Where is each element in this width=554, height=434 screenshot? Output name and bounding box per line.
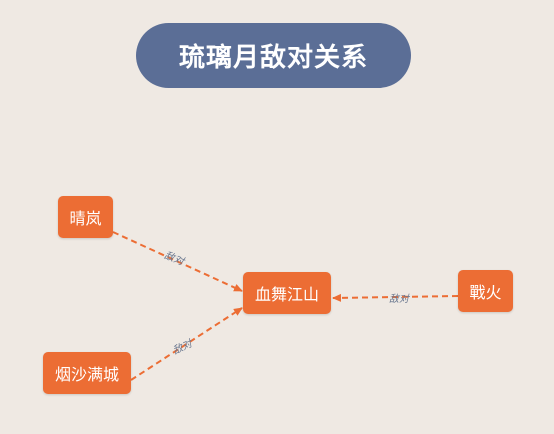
node-qinglan[interactable]: 晴岚: [58, 196, 113, 238]
edge-zhanhuo-center: [332, 293, 459, 302]
node-yansha[interactable]: 烟沙满城: [43, 352, 131, 394]
edge-label-qinglan: 敌对: [163, 249, 188, 268]
edge-yansha-center: [130, 307, 243, 381]
node-center[interactable]: 血舞江山: [243, 272, 331, 314]
node-zhanhuo[interactable]: 戰火: [458, 270, 513, 312]
edge-label-zhanhuo: 敌对: [389, 293, 411, 305]
diagram-title: 琉璃月敌对关系: [136, 23, 411, 88]
edge-qinglan-center: [112, 231, 243, 292]
